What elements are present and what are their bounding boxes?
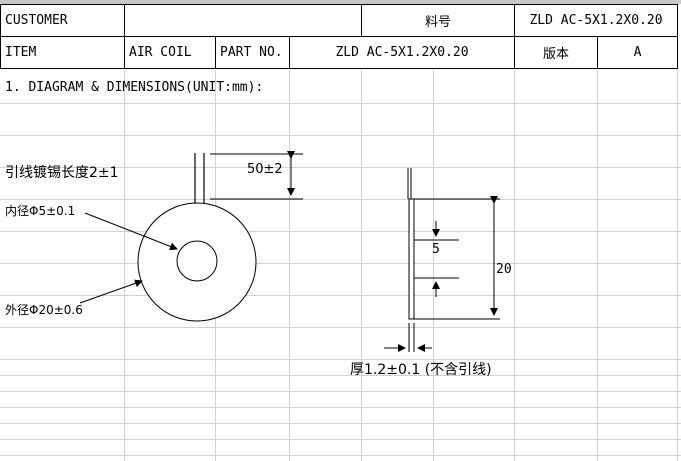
part-code-label: 料号 xyxy=(361,4,515,37)
top-strip xyxy=(0,0,681,4)
part-no-label: PART NO. xyxy=(215,36,290,69)
part-code-value[interactable]: ZLD AC-5X1.2X0.20 xyxy=(514,4,678,37)
inner-diameter-leader xyxy=(84,212,178,251)
outer-diameter-leader xyxy=(79,279,143,304)
customer-label: CUSTOMER xyxy=(0,4,125,37)
inner-hole xyxy=(176,240,218,282)
height-dim-label: 20 xyxy=(496,262,512,277)
outer-diameter-label: 外径Φ20±0.6 xyxy=(5,303,83,317)
item-label: ITEM xyxy=(0,36,125,69)
section-title: 1. DIAGRAM & DIMENSIONS(UNIT:mm): xyxy=(5,80,264,95)
lead-tin-length-label: 引线镀锡长度2±1 xyxy=(5,165,119,181)
thickness-label: 厚1.2±0.1 (不含引线) xyxy=(350,362,492,378)
coil-side-profile xyxy=(408,198,415,320)
version-value[interactable]: A xyxy=(597,36,678,69)
part-no-value[interactable]: ZLD AC-5X1.2X0.20 xyxy=(289,36,515,69)
lead-length-dim-label: 50±2 xyxy=(247,162,283,177)
item-value[interactable]: AIR COIL xyxy=(124,36,216,69)
inner-gap-dim-label: 5 xyxy=(432,242,440,257)
spec-header-table: CUSTOMER 料号 ZLD AC-5X1.2X0.20 ITEM AIR C… xyxy=(0,4,678,69)
inner-diameter-label: 内径Φ5±0.1 xyxy=(5,204,76,218)
version-label: 版本 xyxy=(514,36,598,69)
